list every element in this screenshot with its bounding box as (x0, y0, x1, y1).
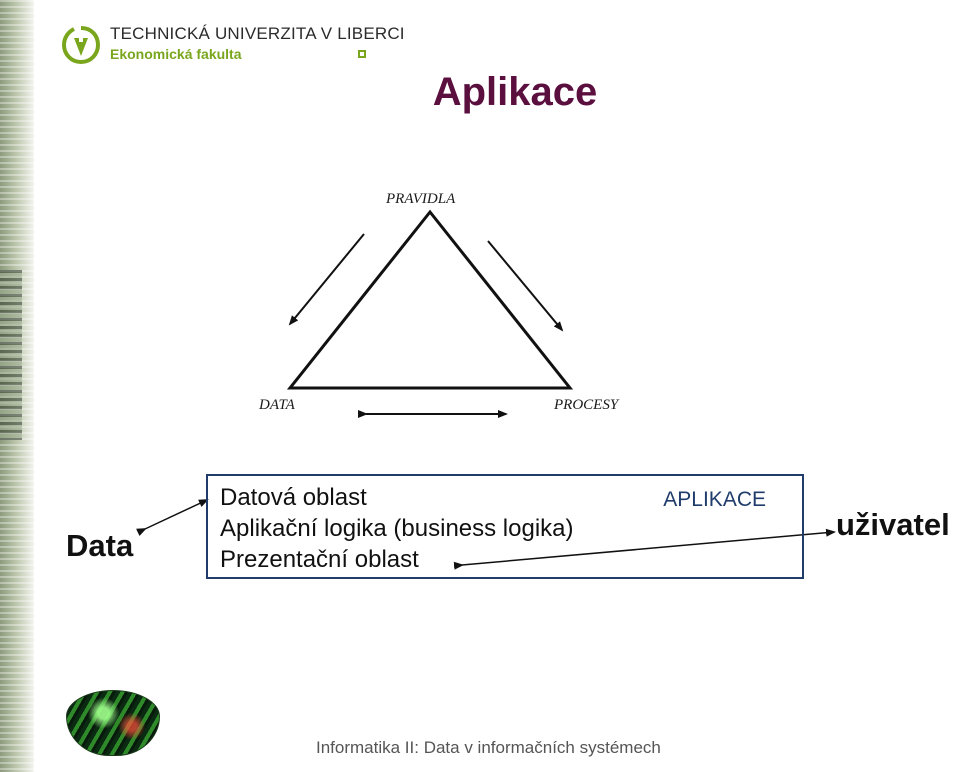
box-line-prezentacni-oblast: Prezentační oblast (220, 546, 419, 573)
decorative-side-strip (0, 0, 34, 772)
box-line-aplikacni-logika: Aplikační logika (business logika) (220, 515, 574, 542)
data-label: Data (66, 528, 134, 563)
label-data: DATA (259, 397, 295, 413)
page-title: Aplikace (432, 70, 598, 114)
faculty-name: Ekonomická fakulta (110, 46, 242, 62)
arrow-pravidla-to-data (288, 233, 365, 326)
footer-text: Informatika II: Data v informačních syst… (316, 738, 661, 757)
tul-logo-icon (62, 26, 100, 64)
label-pravidla: PRAVIDLA (386, 191, 456, 207)
uzivatel-label: uživatel (836, 507, 950, 542)
box-line-datova-oblast: Datová oblast (220, 484, 367, 511)
box-tag-aplikace: APLIKACE (663, 488, 766, 511)
application-box: Datová oblast Aplikační logika (business… (206, 474, 804, 579)
university-name: TECHNICKÁ UNIVERZITA V LIBERCI (110, 24, 405, 43)
label-procesy: PROCESY (554, 397, 619, 413)
triangle-shape (286, 209, 574, 390)
footer-decorative-image (66, 690, 160, 756)
logo-square-icon (358, 50, 366, 58)
university-logo: TECHNICKÁ UNIVERZITA V LIBERCI Ekonomick… (62, 22, 405, 68)
arrow-pravidla-to-procesy (487, 240, 564, 332)
arrow-data-to-box (136, 499, 209, 537)
